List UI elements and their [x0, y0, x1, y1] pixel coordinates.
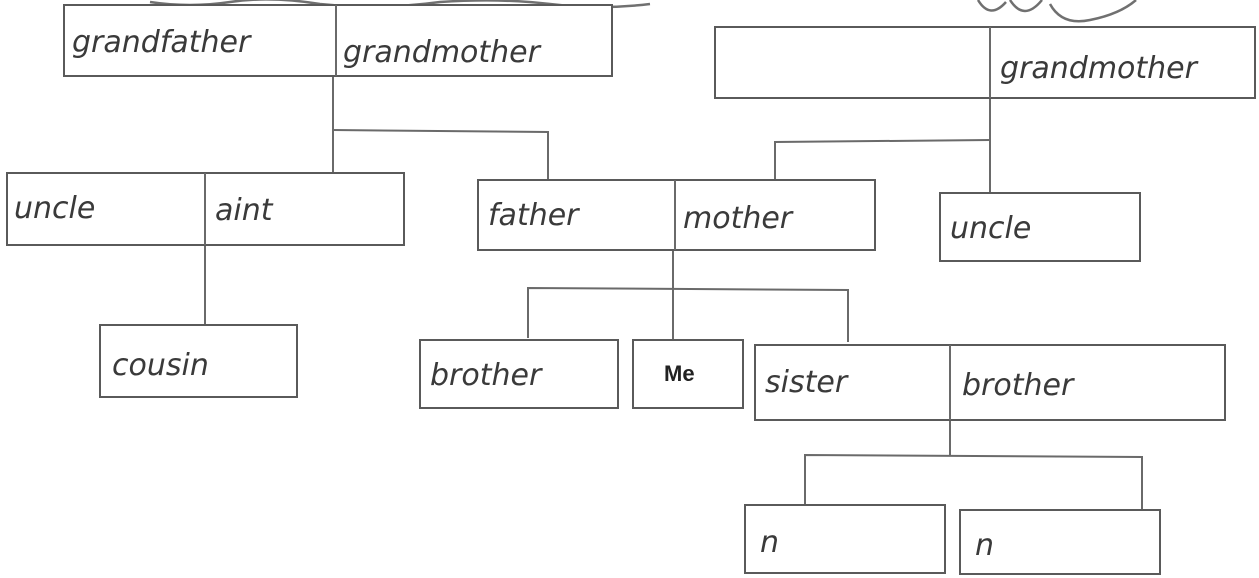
paternal-grandparents-box: grandfather grandmother — [64, 5, 612, 76]
connector-lines — [205, 76, 1142, 510]
parents-box: father mother — [478, 180, 875, 250]
aunt-label: aint — [215, 193, 274, 228]
paternal-uncle-aunt-box: uncle aint — [7, 173, 404, 245]
top-right-doodle-icon — [978, 0, 1136, 21]
maternal-grandmother-label: grandmother — [1000, 51, 1199, 86]
maternal-uncle-box: uncle — [940, 193, 1140, 261]
child-right-label: n — [975, 528, 994, 563]
brother-box: brother — [420, 340, 618, 408]
grandfather-label: grandfather — [72, 25, 252, 60]
brother-label: brother — [430, 358, 543, 393]
child-box-left: n — [745, 505, 945, 573]
brother-right-label: brother — [962, 368, 1075, 403]
sibling-pair-box: sister brother — [755, 345, 1225, 420]
uncle-label: uncle — [14, 191, 95, 226]
child-left-label: n — [760, 525, 779, 560]
me-label: Me — [664, 361, 695, 386]
child-box-right: n — [960, 510, 1160, 574]
cousin-label: cousin — [112, 348, 209, 383]
me-box: Me — [633, 340, 743, 408]
sister-label: sister — [765, 365, 849, 400]
maternal-grandparents-box: grandmother — [715, 27, 1255, 98]
maternal-uncle-label: uncle — [950, 211, 1031, 246]
cousin-box: cousin — [100, 325, 297, 397]
father-label: father — [488, 198, 580, 233]
mother-label: mother — [683, 201, 794, 236]
grandmother-label: grandmother — [343, 35, 542, 70]
